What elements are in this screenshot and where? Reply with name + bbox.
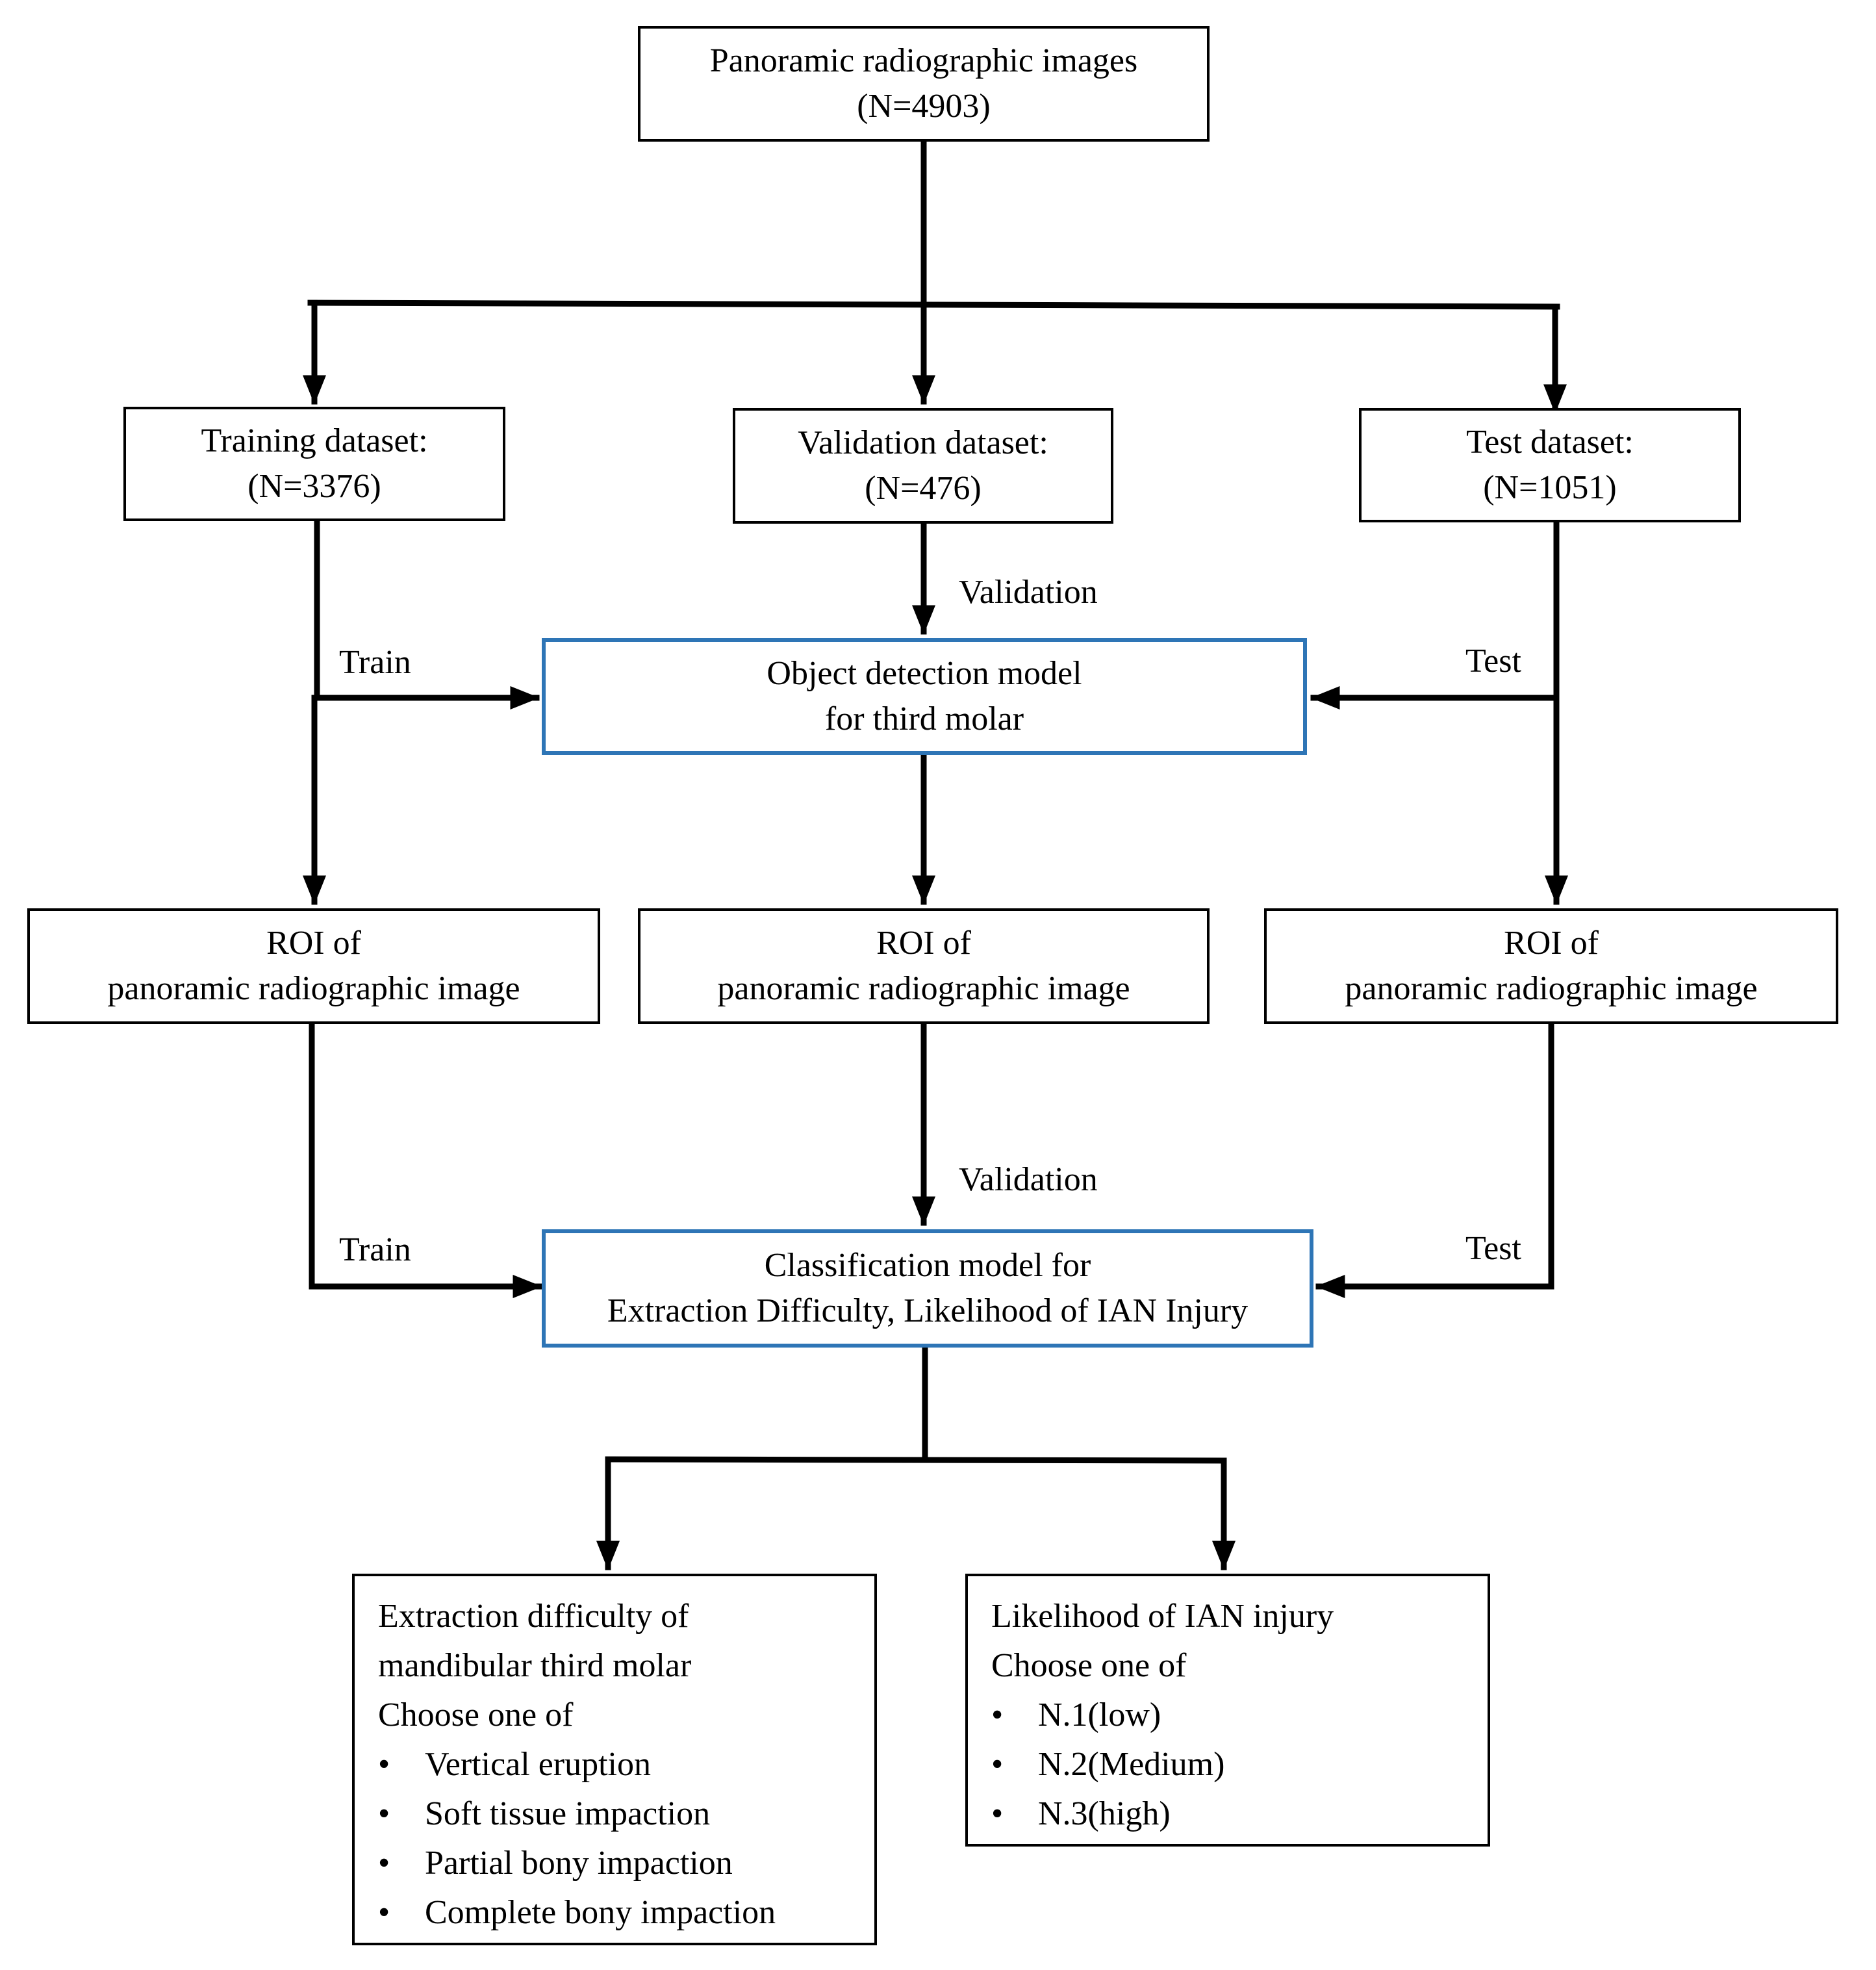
edge-label-test-top: Test (1465, 643, 1521, 680)
roi-test-subtitle: panoramic radiographic image (1345, 970, 1758, 1007)
source-images-box: Panoramic radiographic images (N=4903) (638, 26, 1210, 142)
bullet-icon: • (378, 1795, 390, 1832)
ian-option-label: N.2(Medium) (1038, 1746, 1225, 1783)
bullet-icon: • (378, 1746, 390, 1783)
list-item: • Soft tissue impaction (378, 1789, 874, 1839)
roi-training-box: ROI of panoramic radiographic image (27, 908, 600, 1024)
training-dataset-title: Training dataset: (201, 422, 428, 459)
bullet-icon: • (378, 1845, 390, 1882)
training-dataset-box: Training dataset: (N=3376) (123, 407, 505, 521)
classification-model-box: Classification model for Extraction Diff… (542, 1229, 1313, 1348)
roi-validation-title: ROI of (876, 925, 971, 962)
difficulty-heading-line-1: Extraction difficulty of (378, 1598, 689, 1635)
classification-model-subtitle: Extraction Difficulty, Likelihood of IAN… (607, 1292, 1249, 1329)
source-images-title: Panoramic radiographic images (709, 42, 1138, 79)
roi-test-box: ROI of panoramic radiographic image (1264, 908, 1838, 1024)
difficulty-option-label: Partial bony impaction (425, 1845, 733, 1882)
list-item: • N.1(low) (991, 1691, 1488, 1740)
list-item: • N.2(Medium) (991, 1740, 1488, 1789)
list-item: • N.3(high) (991, 1789, 1488, 1839)
test-dataset-title: Test dataset: (1466, 424, 1634, 461)
difficulty-heading-line-3: Choose one of (378, 1696, 574, 1733)
validation-dataset-count: (N=476) (865, 470, 982, 507)
difficulty-heading-line-2: mandibular third molar (378, 1647, 692, 1684)
edge-label-test-bottom: Test (1465, 1230, 1521, 1267)
roi-test-title: ROI of (1504, 925, 1599, 962)
training-dataset-count: (N=3376) (247, 468, 381, 505)
object-detection-model-box: Object detection model for third molar (542, 638, 1307, 755)
connector-output-bar (606, 1456, 1224, 1464)
difficulty-option-label: Vertical eruption (425, 1746, 651, 1783)
classification-model-title: Classification model for (764, 1247, 1091, 1284)
edge-label-validation-top: Validation (959, 574, 1098, 611)
extraction-difficulty-output-box: Extraction difficulty of mandibular thir… (352, 1574, 877, 1945)
roi-validation-box: ROI of panoramic radiographic image (638, 908, 1210, 1024)
roi-validation-subtitle: panoramic radiographic image (717, 970, 1130, 1007)
ian-heading-line-2: Choose one of (991, 1647, 1187, 1684)
edge-label-train-top: Train (339, 644, 411, 681)
edge-label-validation-bottom: Validation (959, 1161, 1098, 1198)
ian-options-list: • N.1(low) • N.2(Medium) • N.3(high) (991, 1691, 1488, 1839)
bullet-icon: • (991, 1795, 1004, 1832)
source-images-count: (N=4903) (857, 88, 991, 125)
test-dataset-count: (N=1051) (1483, 469, 1617, 506)
object-detection-model-title: Object detection model (767, 655, 1082, 692)
difficulty-options-list: • Vertical eruption • Soft tissue impactio… (378, 1740, 874, 1938)
list-item: • Partial bony impaction (378, 1839, 874, 1888)
difficulty-option-label: Soft tissue impaction (425, 1795, 711, 1832)
validation-dataset-box: Validation dataset: (N=476) (733, 408, 1113, 524)
list-item: • Vertical eruption (378, 1740, 874, 1789)
bullet-icon: • (991, 1696, 1004, 1733)
edge-label-train-bottom: Train (339, 1231, 411, 1268)
validation-dataset-title: Validation dataset: (798, 424, 1048, 461)
bullet-icon: • (378, 1894, 390, 1931)
test-dataset-box: Test dataset: (N=1051) (1359, 408, 1741, 522)
connector-split-bar (307, 300, 1560, 310)
ian-option-label: N.1(low) (1038, 1696, 1161, 1733)
list-item: • Complete bony impaction (378, 1888, 874, 1938)
ian-injury-output-box: Likelihood of IAN injury Choose one of •… (965, 1574, 1490, 1847)
difficulty-option-label: Complete bony impaction (425, 1894, 776, 1931)
object-detection-model-subtitle: for third molar (824, 700, 1024, 737)
roi-training-subtitle: panoramic radiographic image (107, 970, 520, 1007)
bullet-icon: • (991, 1746, 1004, 1783)
ian-heading-line-1: Likelihood of IAN injury (991, 1598, 1334, 1635)
roi-training-title: ROI of (266, 925, 361, 962)
ian-option-label: N.3(high) (1038, 1795, 1171, 1832)
